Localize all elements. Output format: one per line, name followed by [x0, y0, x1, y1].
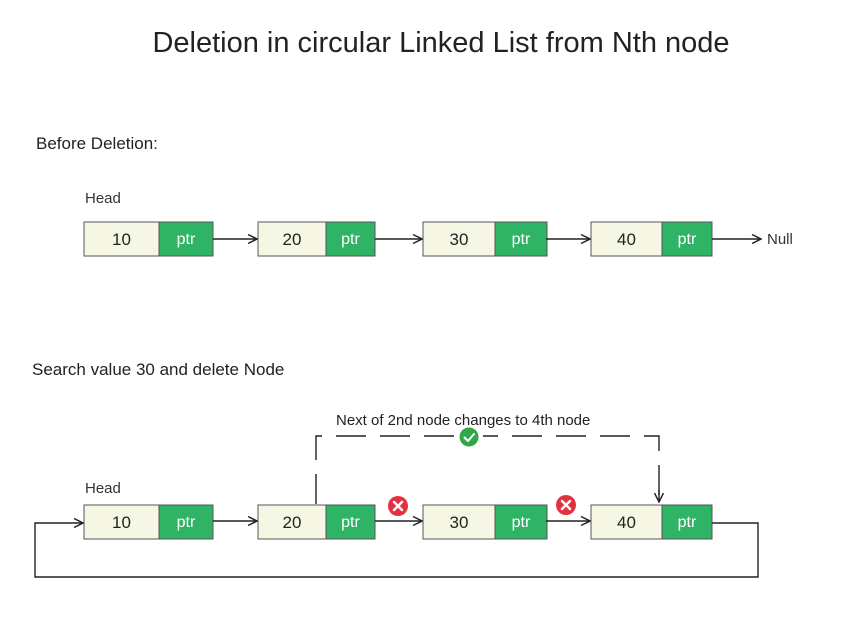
before-list: 10 ptr 20 ptr 30 ptr 40 ptr	[83, 221, 713, 257]
node-value: 10	[112, 513, 131, 532]
relink-dashed-path	[315, 435, 660, 504]
after-section-label: Search value 30 and delete Node	[32, 360, 284, 379]
node-ptr-label: ptr	[177, 231, 196, 248]
before-node-2: 20 ptr	[257, 221, 376, 257]
node-value: 20	[283, 513, 302, 532]
node-value-cell	[257, 221, 327, 257]
node-ptr-label: ptr	[678, 514, 697, 531]
node-ptr-cell	[158, 221, 214, 257]
before-node-1: 10 ptr	[83, 221, 214, 257]
node-value-cell	[590, 221, 663, 257]
node-ptr-cell	[661, 504, 713, 540]
check-icon	[455, 427, 483, 447]
node-value: 40	[617, 230, 636, 249]
after-node-3: 30 ptr	[422, 504, 548, 540]
node-ptr-cell	[325, 221, 376, 257]
null-label: Null	[767, 231, 793, 248]
node-value: 20	[283, 230, 302, 249]
node-ptr-cell	[494, 221, 548, 257]
node-value: 30	[450, 513, 469, 532]
node-value-cell	[83, 221, 160, 257]
before-node-4: 40 ptr	[590, 221, 713, 257]
node-ptr-label: ptr	[177, 514, 196, 531]
node-ptr-cell	[325, 504, 376, 540]
node-ptr-label: ptr	[512, 514, 531, 531]
before-node-3: 30 ptr	[422, 221, 548, 257]
node-value: 10	[112, 230, 131, 249]
node-ptr-label: ptr	[341, 514, 360, 531]
node-ptr-label: ptr	[512, 231, 531, 248]
node-ptr-cell	[494, 504, 548, 540]
node-ptr-cell	[158, 504, 214, 540]
node-ptr-cell	[661, 221, 713, 257]
before-head-label: Head	[85, 190, 121, 207]
page-title: Deletion in circular Linked List from Nt…	[152, 27, 729, 59]
node-value: 40	[617, 513, 636, 532]
after-node-4: 40 ptr	[590, 504, 713, 540]
node-value-cell	[83, 504, 160, 540]
node-value: 30	[450, 230, 469, 249]
node-ptr-label: ptr	[341, 231, 360, 248]
cross-icon	[556, 495, 576, 515]
after-node-2: 20 ptr	[257, 504, 376, 540]
relink-note: Next of 2nd node changes to 4th node	[336, 412, 590, 429]
after-node-1: 10 ptr	[83, 504, 214, 540]
note-background	[330, 409, 642, 431]
node-ptr-label: ptr	[678, 231, 697, 248]
circular-loop-path	[34, 523, 759, 578]
before-section-label: Before Deletion:	[36, 134, 158, 153]
node-value-cell	[257, 504, 327, 540]
after-head-label: Head	[85, 480, 121, 497]
node-value-cell	[422, 221, 496, 257]
cross-icon	[388, 496, 408, 516]
